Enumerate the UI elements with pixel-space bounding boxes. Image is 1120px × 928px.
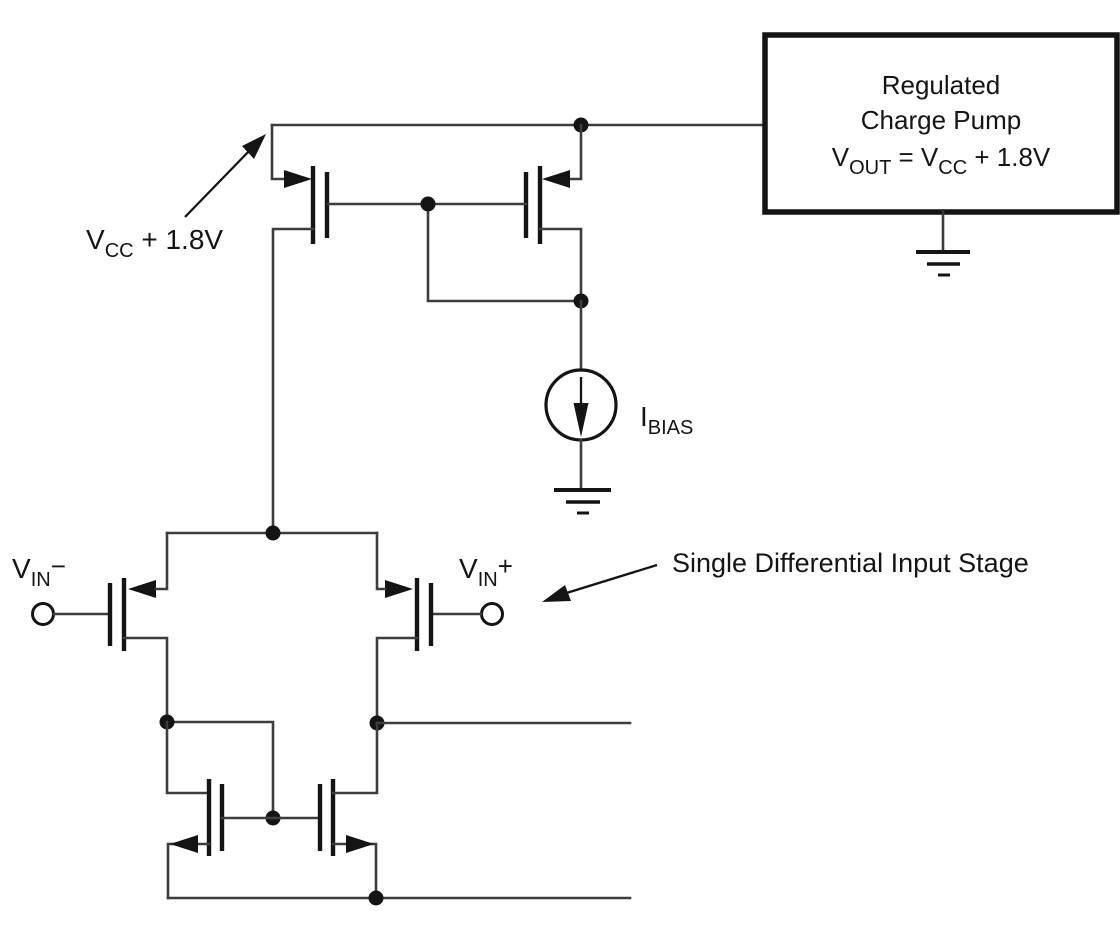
pmos-mirror-right-transistor xyxy=(426,123,583,303)
drain-wire xyxy=(331,721,379,795)
ibias-label: IBIAS xyxy=(640,401,693,439)
junction-dot xyxy=(368,890,384,906)
charge-pump-box xyxy=(762,32,1120,215)
nmos-mirror-right-transistor xyxy=(271,721,379,900)
mirror-node-wires xyxy=(159,714,385,826)
top-supply-rail xyxy=(270,117,767,133)
charge-pump-title-line2: Charge Pump xyxy=(861,105,1021,135)
source-arrow-icon xyxy=(170,835,198,853)
vcc-rail-label: VCC + 1.8V xyxy=(86,224,223,262)
gate-tie-wire xyxy=(165,720,275,820)
output-wires xyxy=(166,721,632,906)
pointer-arrow-line xyxy=(184,147,253,218)
vin-minus-terminal xyxy=(31,602,55,626)
vin-minus-label: VIN− xyxy=(12,551,66,591)
source-arrow-icon xyxy=(346,835,374,853)
input-stage-label: Single Differential Input Stage xyxy=(672,548,1029,578)
input-stage-annotation: Single Differential Input Stage xyxy=(542,548,1029,602)
nmos-mirror-left-transistor xyxy=(165,720,275,900)
source-wire xyxy=(270,123,288,181)
drain-wire xyxy=(165,720,211,795)
bias-current-source: IBIAS xyxy=(544,299,693,515)
drain-wire xyxy=(122,636,169,724)
source-wire xyxy=(166,842,211,900)
pointer-arrowhead-icon xyxy=(542,585,571,602)
source-arrow-icon xyxy=(385,580,413,598)
junction-dot xyxy=(420,196,436,212)
charge-pump-title-line1: Regulated xyxy=(882,70,1001,100)
ground-icon xyxy=(554,488,611,515)
source-wire xyxy=(154,531,169,591)
pmos-mirror-left-transistor xyxy=(270,123,430,535)
input-transistor-vin-plus: VIN+ xyxy=(375,531,513,725)
source-wire xyxy=(375,531,387,591)
pointer-arrow-line xyxy=(559,563,658,597)
drain-wire xyxy=(538,227,583,303)
source-arrow-icon xyxy=(284,170,312,188)
vin-plus-terminal xyxy=(480,602,504,626)
drain-wire xyxy=(271,227,315,535)
current-arrowhead-icon xyxy=(573,403,589,437)
tie-wire xyxy=(426,202,583,303)
charge-pump-formula: VOUT = VCC + 1.8V xyxy=(832,142,1051,179)
mirror-gate-drain-tie xyxy=(420,196,589,309)
source-arrow-icon xyxy=(542,170,570,188)
regulated-charge-pump-block: Regulated Charge Pump VOUT = VCC + 1.8V xyxy=(762,32,1120,277)
input-transistor-vin-minus: VIN− xyxy=(12,531,169,724)
vcc-rail-annotation: VCC + 1.8V xyxy=(86,134,266,262)
ground-icon xyxy=(916,250,970,277)
pointer-arrowhead-icon xyxy=(242,134,266,159)
vin-plus-label: VIN+ xyxy=(459,551,513,591)
source-arrow-icon xyxy=(128,580,156,598)
source-wire xyxy=(331,842,378,900)
junction-dot xyxy=(265,525,281,541)
diff-pair-tail-rail xyxy=(165,525,379,541)
drain-wire xyxy=(375,636,419,725)
source-wire xyxy=(566,123,583,181)
